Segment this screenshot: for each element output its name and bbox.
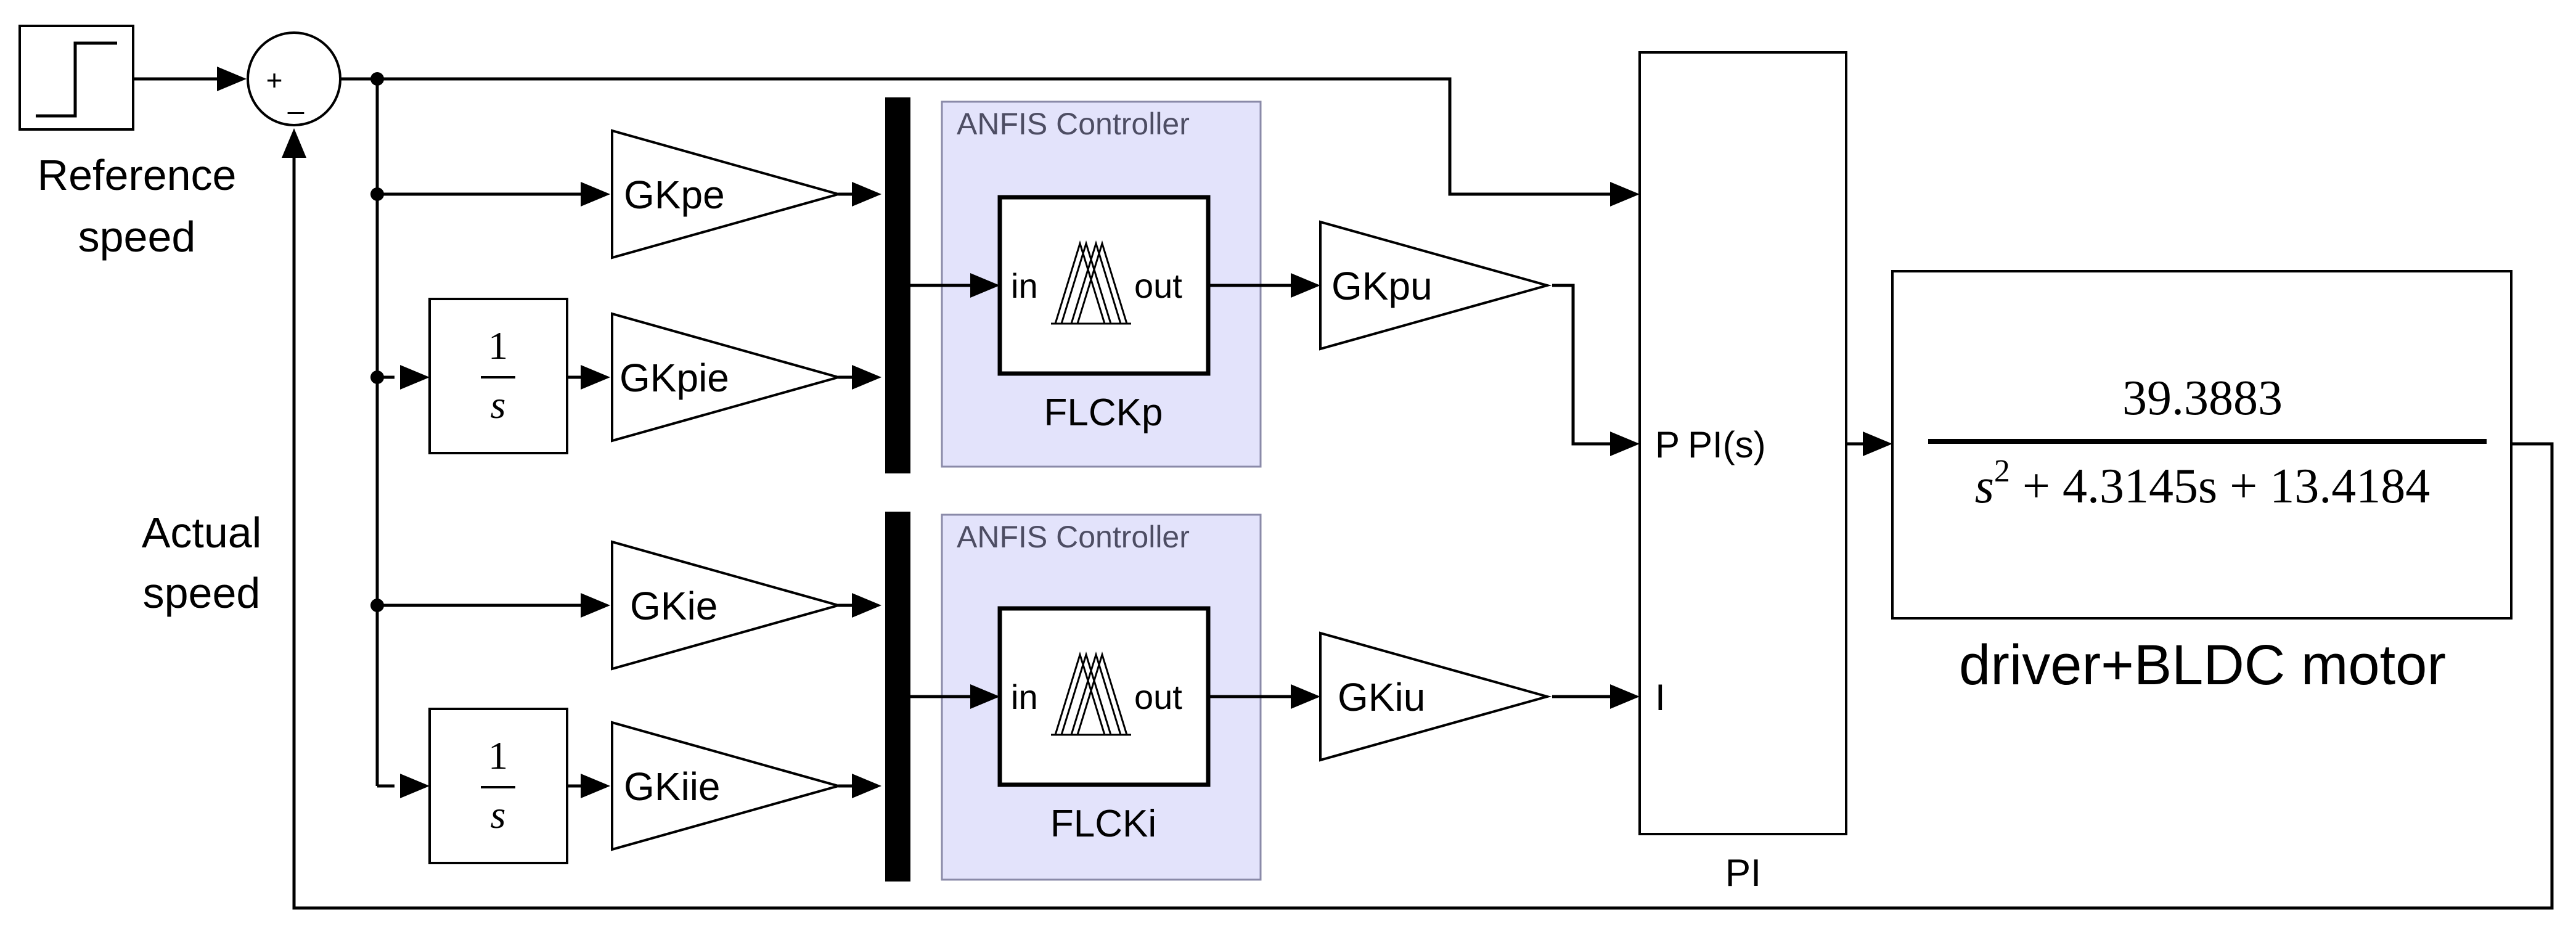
flc-kp-name: FLCKp <box>1044 391 1163 434</box>
signal-wires <box>134 77 2554 910</box>
integrator-top[interactable]: 1 s <box>428 298 568 454</box>
pi-port-i: I <box>1655 677 1666 718</box>
plant-numerator: 39.3883 <box>2122 371 2283 425</box>
plant-transfer-function[interactable]: 39.3883 s2 + 4.3145s + 13.4184 <box>1891 270 2513 620</box>
gain-kpe-label: GKpe <box>624 173 725 217</box>
gain-kiu-label: GKiu <box>1338 675 1425 719</box>
plant-denominator: s2 + 4.3145s + 13.4184 <box>1975 454 2431 513</box>
integrator-top-num: 1 <box>488 324 508 367</box>
sum-block[interactable]: + _ <box>247 31 341 126</box>
flc-ki-in: in <box>1011 677 1038 716</box>
gain-kpu[interactable]: GKpu <box>1319 220 1552 351</box>
step-icon <box>36 41 117 118</box>
pi-expression: PI(s) <box>1688 424 1766 465</box>
flc-kp-out: out <box>1134 266 1182 305</box>
gain-kie-label: GKie <box>630 584 718 628</box>
junction-dots <box>370 72 384 612</box>
reference-label-line1: Reference <box>38 151 237 199</box>
integrator-bottom-den: s <box>491 793 506 837</box>
pi-port-p: P <box>1655 424 1680 465</box>
gain-kiie-label: GKiie <box>624 764 721 809</box>
gain-kiie[interactable]: GKiie <box>611 721 843 851</box>
flc-kp-in: in <box>1011 266 1038 305</box>
gain-kie[interactable]: GKie <box>611 540 843 671</box>
pi-block[interactable]: P PI(s) I <box>1638 51 1847 835</box>
plant-name: driver+BLDC motor <box>1959 634 2446 697</box>
arrowheads <box>217 67 1892 798</box>
flc-ki-block[interactable]: in out <box>997 606 1211 787</box>
gain-kiu[interactable]: GKiu <box>1319 631 1552 762</box>
anfis-title-bottom: ANFIS Controller <box>957 520 1190 554</box>
gain-kpu-label: GKpu <box>1331 264 1433 308</box>
gain-kpie-label: GKpie <box>619 356 729 400</box>
gain-kpie[interactable]: GKpie <box>611 312 843 443</box>
reference-step-block[interactable] <box>18 25 134 131</box>
flc-ki-name: FLCKi <box>1050 803 1156 845</box>
anfis-title-top: ANFIS Controller <box>957 107 1190 141</box>
membership-functions-icon <box>1051 651 1131 736</box>
sum-plus: + <box>266 64 283 96</box>
integrator-top-den: s <box>491 383 506 427</box>
membership-functions-icon <box>1051 240 1131 325</box>
actual-speed-line2: speed <box>143 569 261 617</box>
flc-ki-out: out <box>1134 677 1182 716</box>
actual-speed-line1: Actual <box>142 509 262 557</box>
reference-label-line2: speed <box>78 213 196 261</box>
mux-bar-bottom[interactable] <box>885 512 910 882</box>
pi-name: PI <box>1725 852 1762 894</box>
sum-minus: _ <box>287 83 305 115</box>
gain-kpe[interactable]: GKpe <box>611 129 843 260</box>
mux-bar-top[interactable] <box>885 97 910 473</box>
integrator-bottom-num: 1 <box>488 734 508 777</box>
flc-kp-block[interactable]: in out <box>997 195 1211 376</box>
integrator-bottom[interactable]: 1 s <box>428 708 568 864</box>
